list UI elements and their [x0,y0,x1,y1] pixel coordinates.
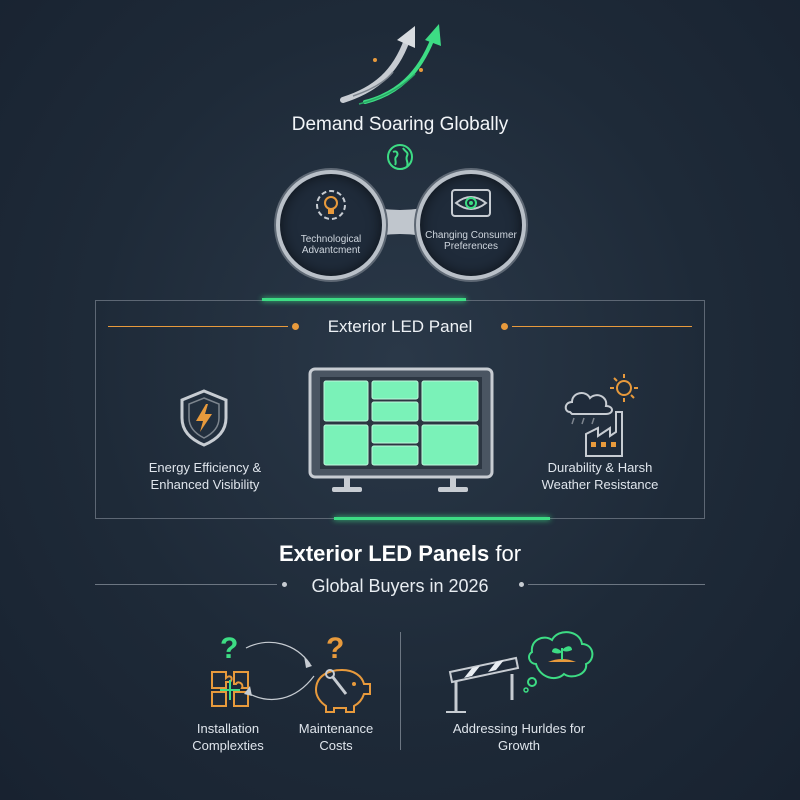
svg-text:?: ? [220,632,238,665]
globe-icon [387,144,413,170]
installation-label: Installation Complexties [192,721,264,753]
subtitle-rule-left [95,584,277,585]
hero-title: Demand Soaring Globally [291,114,509,135]
eye-icon [451,189,491,217]
puzzle-question-icon: ? [211,632,249,707]
section-title: Exterior LED Panel [327,317,473,336]
section-rule-right-dot [501,323,508,330]
piggy-bank-wrench-icon: ? [314,632,371,713]
section-rule-left-dot [292,323,299,330]
main-title-bold: Exterior LED Panels [278,541,490,566]
subtitle-rule-right [528,584,705,585]
lightbulb-gear-icon [316,190,346,220]
hurdles-label: Addressing Hurldes for Growth [452,721,586,753]
right-feature-label: Durability & Harsh Weather Resistance [541,460,659,492]
driver-label-technology: Technological Advantcment [300,234,362,256]
bottom-divider [400,632,401,750]
frame-bottom-accent [334,517,550,520]
led-panel-icon [308,367,494,492]
section-rule-right [512,326,692,327]
shield-lightning-icon [180,389,228,447]
growth-arrows-icon [340,24,441,105]
cycle-arrows-icon [244,641,315,700]
subtitle-rule-left-dot [282,582,287,587]
main-title: Exterior LED Panels for [0,541,800,567]
driver-label-consumer: Changing Consumer Preferences [425,230,517,252]
main-title-rest: for [489,541,522,566]
driver-circle-technology: Technological Advantcment [276,170,386,280]
barrier-plant-icon [446,631,594,713]
maintenance-label: Maintenance Costs [298,721,374,753]
svg-text:?: ? [326,632,344,665]
weather-factory-icon [564,374,638,457]
subtitle-rule-right-dot [519,582,524,587]
section-rule-left [108,326,288,327]
frame-top-accent [262,298,466,301]
driver-circle-consumer: Changing Consumer Preferences [416,170,526,280]
left-feature-label: Energy Efficiency & Enhanced Visibility [148,460,262,492]
subtitle: Global Buyers in 2026 [311,576,489,596]
